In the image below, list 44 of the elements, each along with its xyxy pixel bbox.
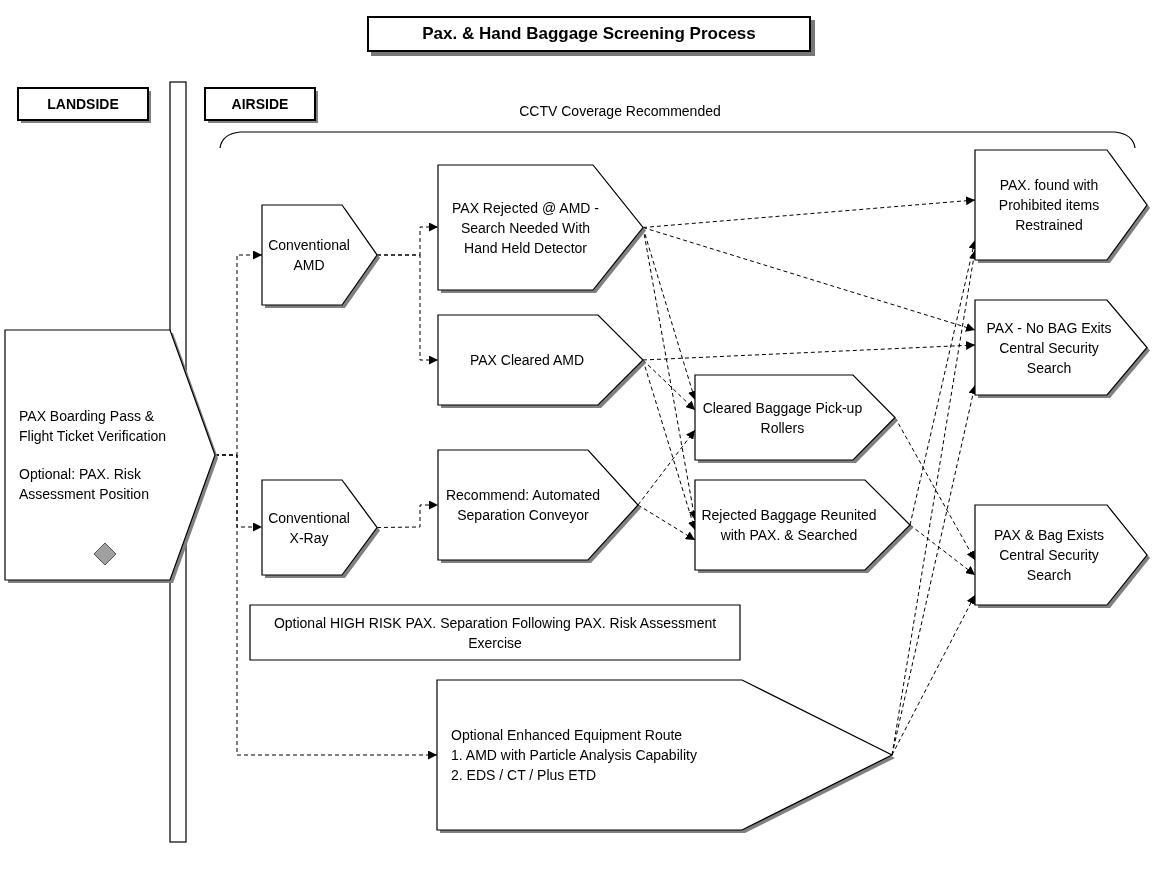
pentagon-process-box (437, 680, 892, 830)
pentagon-process-box (438, 165, 643, 290)
process-box (18, 88, 148, 120)
node-text: PAX Cleared AMD (468, 351, 586, 370)
pentagon-process-box (695, 375, 895, 460)
coverage-note: CCTV Coverage Recommended (518, 103, 722, 119)
node-text: Optional Enhanced Equipment Route (451, 726, 684, 745)
pentagon-process-box (975, 300, 1147, 395)
dashed-arrow (891, 594, 976, 756)
node-text: PAX. found with Prohibited items Restrained (997, 176, 1101, 235)
pentagon-process-box (695, 480, 910, 570)
pentagon-process-box (975, 150, 1147, 260)
dashed-arrow (376, 254, 439, 365)
dashed-arrow (642, 227, 976, 332)
node-text: Cleared Baggage Pick-up Rollers (701, 398, 864, 438)
dashed-arrow (909, 524, 976, 576)
node-text: PAX & Bag Exists Central Security Search (992, 526, 1106, 585)
node-text: 1. AMD with Particle Analysis Capability (451, 746, 698, 765)
node-text: Conventional AMD (268, 236, 350, 275)
pentagon-process-box (975, 505, 1147, 605)
node-text: Optional HIGH RISK PAX. Separation Following PAX. Risk Assessment Exercise (272, 613, 718, 653)
dashed-arrow (642, 340, 976, 361)
node-text: AIRSIDE (230, 95, 290, 114)
pentagon-process-box (5, 330, 215, 580)
dashed-arrow (214, 454, 438, 760)
pentagon-process-box (262, 205, 377, 305)
dashed-arrow (642, 196, 976, 228)
node-text: Conventional X-Ray (268, 508, 350, 548)
node-text: LANDSIDE (46, 95, 120, 114)
process-box (205, 88, 315, 120)
process-box (250, 605, 740, 660)
dashed-arrow (376, 500, 439, 528)
node-text: 2. EDS / CT / Plus ETD (451, 766, 598, 785)
pentagon-process-box (438, 450, 638, 560)
node-text: Optional: PAX. Risk Assessment Position (19, 465, 150, 504)
dashed-arrow (637, 429, 696, 506)
pentagon-process-box (262, 480, 377, 575)
pentagon-process-box (438, 315, 643, 405)
node-text: PAX - No BAG Exits Central Security Search (985, 318, 1113, 378)
node-text: Rejected Baggage Reunited with PAX. & Searched (701, 506, 877, 545)
node-text: Recommend: Automated Separation Conveyor (444, 486, 602, 525)
node-text: PAX Rejected @ AMD - Search Needed With Hand Held Detector (451, 198, 600, 258)
node-text: PAX Boarding Pass & Flight Ticket Verification (19, 407, 168, 446)
dashed-arrow (637, 504, 696, 541)
